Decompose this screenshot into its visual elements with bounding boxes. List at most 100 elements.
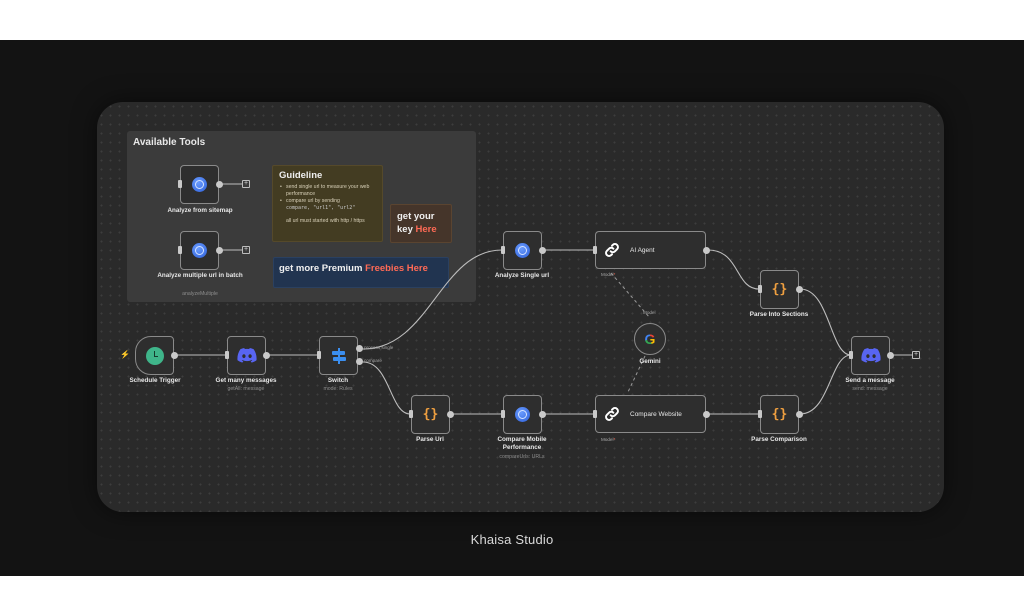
port-label: compare: [364, 358, 382, 363]
input-port[interactable]: [225, 351, 229, 359]
node-subtitle: analyzeMultiple: [182, 291, 218, 297]
output-port[interactable]: [703, 411, 710, 418]
node-label: Parse Comparison: [751, 436, 807, 443]
node-label: Compare Mobile Performance: [497, 436, 547, 451]
premium-text: get more Premium: [279, 263, 363, 274]
tools-panel-title: Available Tools: [133, 137, 206, 148]
node-analyze-single-url[interactable]: [503, 231, 542, 270]
get-key-text: get your key: [397, 211, 435, 235]
port-label: process single: [364, 345, 394, 350]
node-label: Get many messages: [215, 377, 277, 384]
node-send-a-message[interactable]: [851, 336, 890, 375]
footer-brand: Khaisa Studio: [470, 532, 554, 547]
node-label: Compare Website: [630, 410, 682, 418]
node-label: Parse Into Sections: [749, 311, 809, 318]
discord-icon: [860, 348, 881, 363]
node-subtitle: send: message: [852, 386, 888, 392]
node-label: Analyze multiple url in batch: [157, 272, 243, 279]
node-schedule-trigger[interactable]: [135, 336, 174, 375]
input-port[interactable]: [593, 246, 597, 254]
node-label: Analyze from sitemap: [167, 207, 233, 214]
gemini-port-label: Model: [643, 310, 656, 315]
node-label: Switch: [327, 377, 349, 384]
output-port[interactable]: [796, 411, 803, 418]
node-gemini[interactable]: G: [634, 323, 666, 355]
node-compare-mobile-performance[interactable]: [503, 395, 542, 434]
node-label: Schedule Trigger: [129, 377, 181, 384]
input-port[interactable]: [178, 246, 182, 254]
input-port[interactable]: [758, 285, 762, 293]
guideline-code: compare, "url1", "url2": [286, 205, 356, 211]
braces-icon: {}: [771, 282, 788, 297]
get-key-link[interactable]: Here: [415, 224, 437, 235]
node-analyze-multiple-url[interactable]: [180, 231, 219, 270]
output-port-compare[interactable]: [356, 358, 363, 365]
node-parse-into-sections[interactable]: {}: [760, 270, 799, 309]
port-label-text: Model: [601, 437, 614, 442]
input-port[interactable]: [501, 410, 505, 418]
input-port[interactable]: [849, 351, 853, 359]
guideline-item-text: compare url by sending: [286, 198, 340, 204]
output-port[interactable]: [216, 181, 223, 188]
braces-icon: {}: [771, 407, 788, 422]
premium-link[interactable]: Freebies Here: [365, 263, 428, 274]
model-port-label: Model*: [601, 437, 616, 442]
node-subtitle: getAll: message: [227, 386, 265, 392]
output-port[interactable]: [171, 352, 178, 359]
node-ai-agent[interactable]: AI Agent: [595, 231, 706, 269]
output-port[interactable]: [539, 411, 546, 418]
link-icon: [605, 407, 619, 421]
switch-icon: [331, 347, 346, 364]
guideline-item: send single url to measure your web perf…: [279, 184, 376, 198]
discord-icon: [236, 348, 257, 363]
input-port[interactable]: [758, 410, 762, 418]
guideline-footer: all url must started with http / https: [286, 218, 365, 224]
output-port[interactable]: [539, 247, 546, 254]
input-port[interactable]: [409, 410, 413, 418]
output-port[interactable]: [703, 247, 710, 254]
output-port[interactable]: [887, 352, 894, 359]
pagespeed-icon: [192, 243, 207, 258]
output-port[interactable]: [263, 352, 270, 359]
output-port[interactable]: [447, 411, 454, 418]
node-label: Parse Url: [416, 436, 444, 443]
pagespeed-icon: [515, 407, 530, 422]
input-port[interactable]: [501, 246, 505, 254]
input-port[interactable]: [593, 410, 597, 418]
model-port-label: Model*: [601, 272, 616, 277]
node-label: Analyze Single url: [494, 272, 550, 279]
add-node-button[interactable]: +: [242, 180, 250, 188]
port-label-text: Model: [601, 272, 614, 277]
input-port[interactable]: [317, 351, 321, 359]
node-parse-comparison[interactable]: {}: [760, 395, 799, 434]
braces-icon: {}: [422, 407, 439, 422]
input-port[interactable]: [178, 180, 182, 188]
google-icon: G: [644, 331, 656, 347]
node-analyze-from-sitemap[interactable]: [180, 165, 219, 204]
guideline-list: send single url to measure your web perf…: [279, 184, 376, 212]
guideline-title: Guideline: [279, 170, 323, 181]
premium-note[interactable]: get more Premium Freebies Here: [273, 257, 449, 288]
node-compare-website[interactable]: Compare Website: [595, 395, 706, 433]
node-parse-url[interactable]: {}: [411, 395, 450, 434]
node-label: AI Agent: [630, 246, 655, 254]
node-switch[interactable]: [319, 336, 358, 375]
node-subtitle: compareUrls: URLs: [499, 454, 545, 460]
get-key-note[interactable]: get your key Here: [390, 204, 452, 243]
output-port[interactable]: [796, 286, 803, 293]
node-get-many-messages[interactable]: [227, 336, 266, 375]
pagespeed-icon: [515, 243, 530, 258]
link-icon: [605, 243, 619, 257]
output-port[interactable]: [216, 247, 223, 254]
add-node-button[interactable]: +: [242, 246, 250, 254]
guideline-note[interactable]: Guideline send single url to measure you…: [272, 165, 383, 242]
pagespeed-icon: [192, 177, 207, 192]
trigger-bolt-icon: ⚡: [120, 350, 130, 359]
node-label: Send a message: [845, 377, 895, 384]
output-port-process-single[interactable]: [356, 345, 363, 352]
node-label: Gemini: [639, 358, 661, 365]
clock-icon: [145, 346, 164, 365]
node-subtitle: mode: Rules: [323, 386, 353, 392]
add-node-button[interactable]: +: [912, 351, 920, 359]
